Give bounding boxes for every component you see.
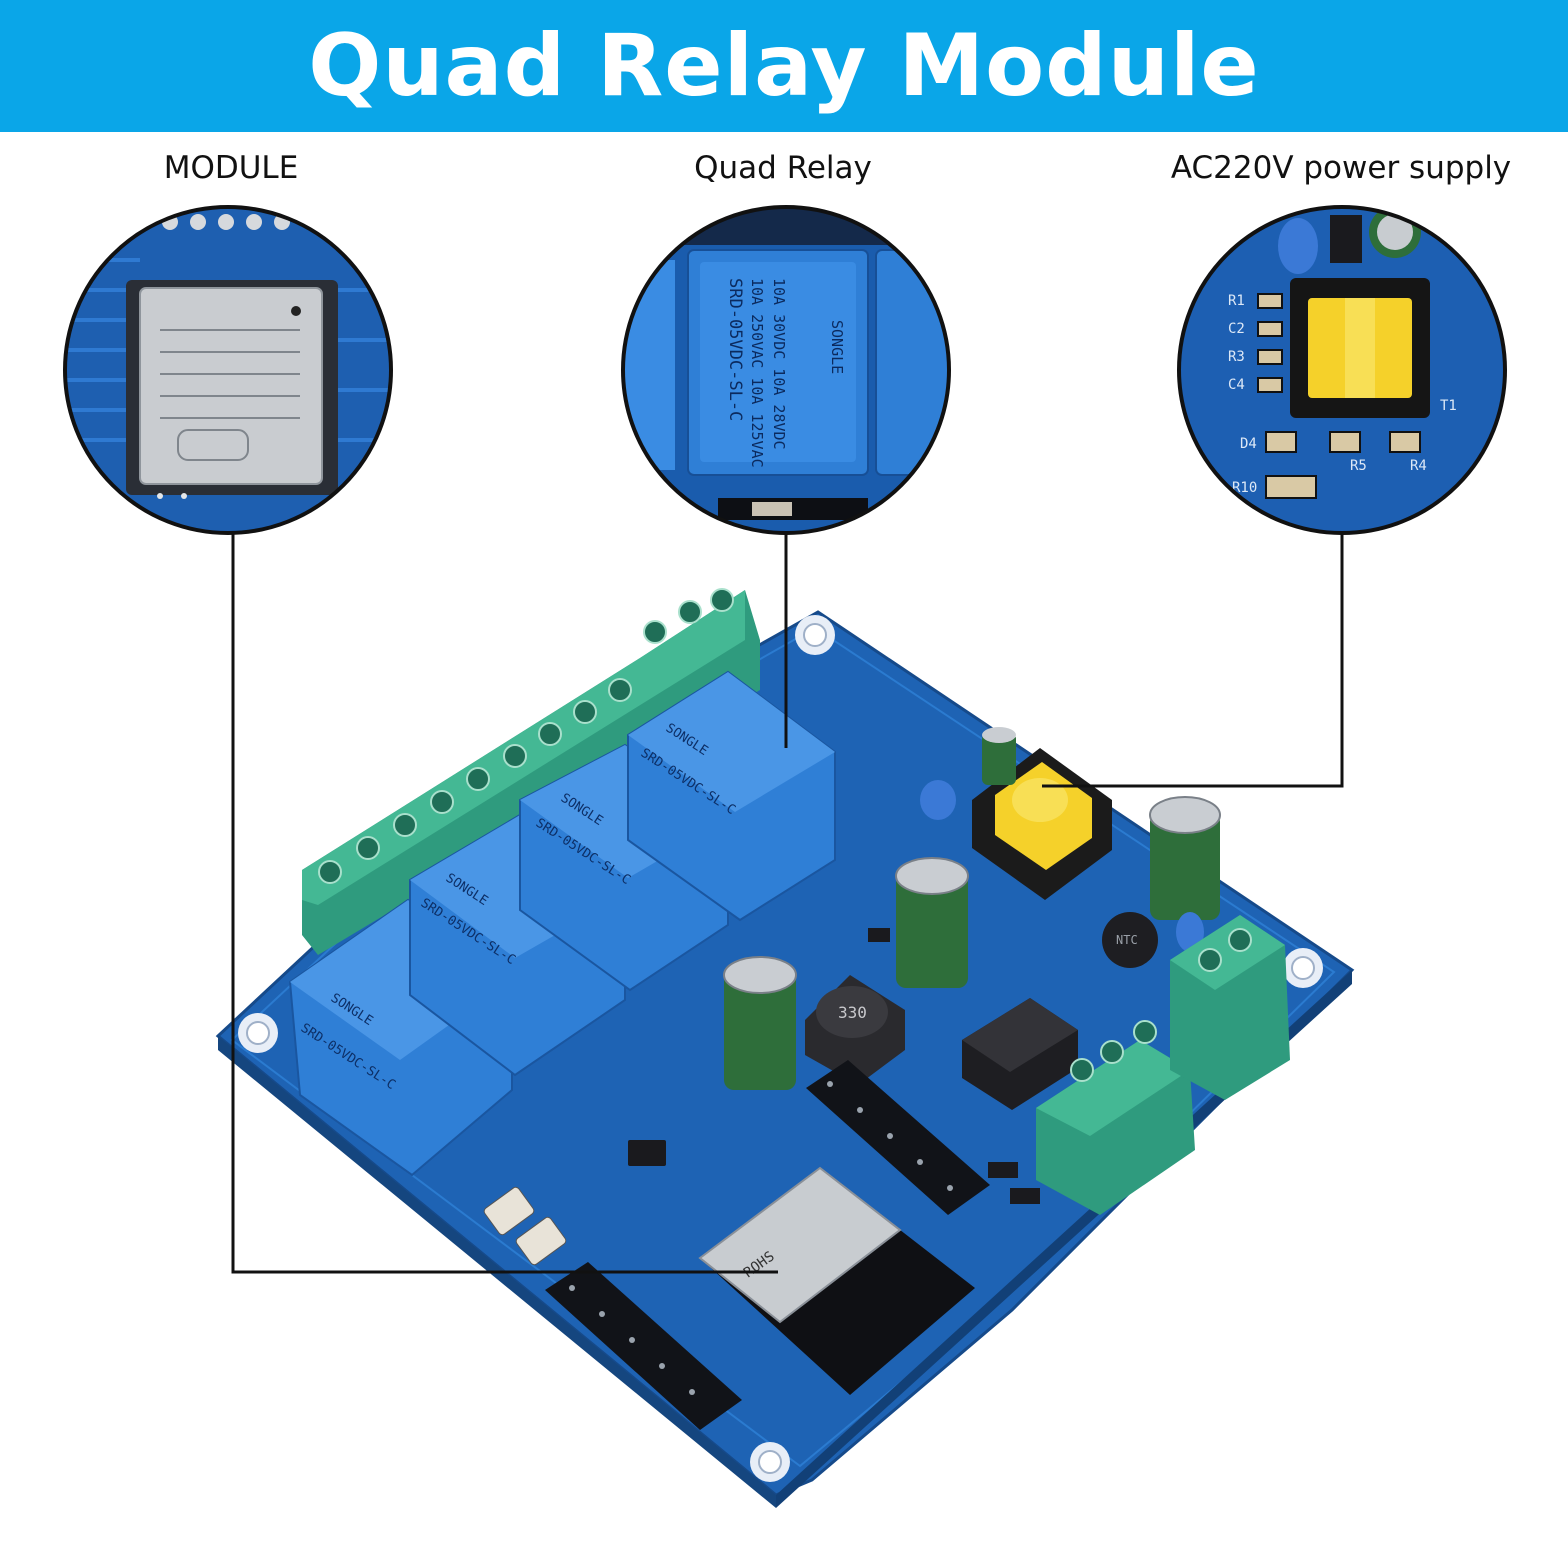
svg-text:330: 330 bbox=[838, 1003, 867, 1022]
zoom-circle-quad-relay: 10A 250VAC 10A 125VAC 10A 30VDC 10A 28VD… bbox=[621, 205, 951, 535]
component-ref: D4 bbox=[1240, 436, 1257, 452]
y-capacitor bbox=[920, 780, 956, 820]
component-ref: R5 bbox=[1350, 458, 1367, 474]
pin-header bbox=[545, 1060, 990, 1430]
y-capacitor bbox=[1176, 912, 1204, 952]
voltage-regulator bbox=[962, 998, 1078, 1110]
callout-label-quad-relay: Quad Relay bbox=[694, 150, 872, 186]
callout-label-power-supply: AC220V power supply bbox=[1170, 150, 1512, 186]
callout-line-power bbox=[1042, 533, 1344, 788]
callout-lines bbox=[231, 533, 1344, 1274]
callout-line-module bbox=[231, 533, 778, 1274]
mounting-hole bbox=[1283, 948, 1323, 988]
terminal-blocks-relay bbox=[302, 588, 760, 955]
push-button bbox=[515, 1216, 567, 1266]
mounting-hole bbox=[238, 1013, 278, 1053]
callout-label-module: MODULE bbox=[163, 150, 299, 186]
transformer-icon bbox=[1290, 278, 1430, 418]
component-ref: T1 bbox=[1440, 398, 1457, 414]
relay: SONGLE SRD-05VDC-SL-C bbox=[627, 670, 836, 922]
ntc-thermistor: NTC bbox=[1102, 912, 1158, 968]
capacitor bbox=[895, 857, 969, 988]
title-banner: Quad Relay Module bbox=[0, 0, 1568, 132]
relay-zoom-rating-1: 10A 250VAC 10A 125VAC bbox=[748, 278, 766, 468]
relay-zoom-model: SRD-05VDC-SL-C bbox=[725, 278, 745, 421]
component-ref: R10 bbox=[1232, 480, 1257, 496]
relay-zoom-brand: SONGLE bbox=[828, 320, 846, 374]
push-button bbox=[483, 1186, 535, 1236]
relay-zoom-rating-2: 10A 30VDC 10A 28VDC bbox=[770, 278, 788, 450]
zoom-circle-power-supply: R1 C2 R3 C4 D4 R5 R4 R10 T1 bbox=[1177, 205, 1507, 535]
capacitor bbox=[1149, 796, 1221, 920]
power-inductor: 330 bbox=[805, 975, 905, 1085]
mounting-hole bbox=[795, 615, 835, 655]
capacitor bbox=[982, 727, 1016, 785]
component-ref: C4 bbox=[1228, 377, 1245, 393]
mounting-hole bbox=[750, 1442, 790, 1482]
svg-text:NTC: NTC bbox=[1116, 933, 1138, 947]
component-ref: C2 bbox=[1228, 321, 1245, 337]
relay-icon: 10A 250VAC 10A 125VAC 10A 30VDC 10A 28VD… bbox=[687, 249, 869, 476]
zoom-circle-module bbox=[63, 205, 393, 535]
wifi-module: ROHS bbox=[698, 1166, 975, 1395]
component-ref: R1 bbox=[1228, 293, 1245, 309]
capacitor bbox=[723, 956, 797, 1090]
page-title: Quad Relay Module bbox=[308, 16, 1260, 116]
wifi-module-chip-icon bbox=[139, 287, 323, 485]
terminal-blocks-power bbox=[1036, 915, 1290, 1215]
component-ref: R3 bbox=[1228, 349, 1245, 365]
component-ref: R4 bbox=[1410, 458, 1427, 474]
